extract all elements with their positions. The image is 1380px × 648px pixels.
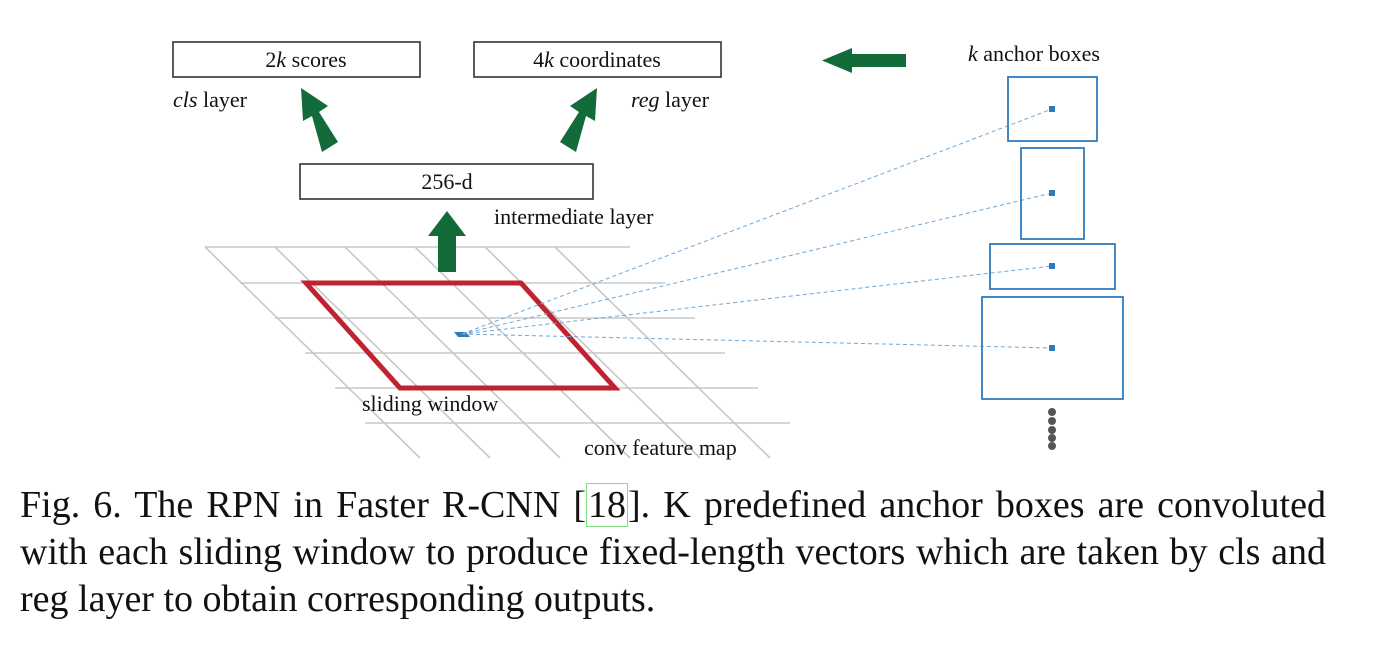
- anchor-box-4: [981, 296, 1124, 400]
- intermediate-box-text: 256-d: [421, 169, 472, 194]
- anchor-box-1: [1007, 76, 1098, 142]
- cls-scores-box: [172, 41, 421, 78]
- caption-suffix: ]. K predefined anchor boxes are convolu…: [20, 484, 1326, 620]
- arrows: [301, 48, 906, 272]
- arrow-to-cls-icon: [301, 88, 338, 152]
- rpn-diagram: 2k scores 4k coordinates 256-d cls layer…: [172, 41, 1124, 460]
- figure-caption: Fig. 6. The RPN in Faster R-CNN [18]. K …: [20, 482, 1326, 623]
- anchor-boxes-label: k anchor boxes: [968, 41, 1100, 66]
- conv-feature-map-label: conv feature map: [584, 435, 737, 460]
- conv-feature-map-grid: [204, 246, 790, 459]
- intermediate-layer-label: intermediate layer: [494, 204, 654, 229]
- left-arrow-icon: [822, 48, 906, 73]
- citation-link[interactable]: 18: [586, 483, 629, 527]
- sliding-window-label: sliding window: [362, 391, 498, 416]
- arrow-to-reg-icon: [560, 88, 597, 152]
- cls-layer-label: cls layer: [173, 87, 248, 112]
- cls-scores-text: 2k scores: [265, 47, 346, 72]
- projection-lines: [461, 108, 1053, 349]
- anchor-box-2: [1020, 147, 1085, 240]
- up-arrow-icon: [428, 211, 466, 272]
- reg-layer-label: reg layer: [631, 87, 710, 112]
- caption-prefix: Fig. 6. The RPN in Faster R-CNN [: [20, 484, 587, 526]
- anchor-centers: [1049, 106, 1055, 351]
- reg-coordinates-box: [473, 41, 722, 78]
- intermediate-256d-box: [299, 163, 594, 200]
- reg-coordinates-text: 4k coordinates: [533, 47, 661, 72]
- anchor-boxes: [981, 76, 1124, 400]
- ellipsis-dots-icon: [1048, 408, 1056, 450]
- anchor-box-3: [989, 243, 1116, 290]
- sliding-window: [300, 280, 621, 391]
